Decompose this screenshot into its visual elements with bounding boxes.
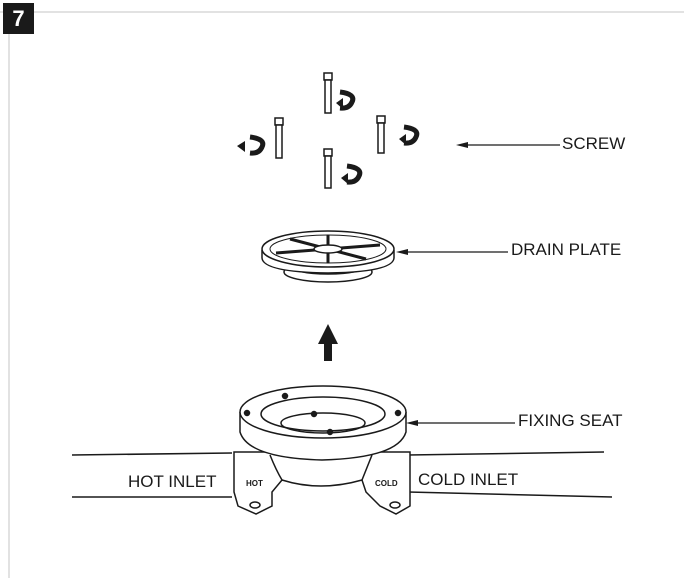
- screw-icon: [376, 115, 386, 124]
- drain-plate: [261, 230, 395, 283]
- leader-arrow-icon: [406, 420, 418, 426]
- leader-arrow-icon: [396, 249, 408, 255]
- drain-plate-label: DRAIN PLATE: [511, 240, 622, 259]
- leader-arrow-icon: [456, 142, 468, 148]
- screw-icon: [323, 148, 333, 157]
- fixing-seat: [233, 385, 411, 515]
- cold-inlet-label: COLD INLET: [418, 470, 519, 489]
- up-arrow-icon: [318, 324, 338, 361]
- hot-inlet-label: HOT INLET: [128, 472, 217, 491]
- rotation-arrow-icon: [249, 134, 266, 156]
- rotation-arrow-icon: [346, 163, 363, 185]
- screw-icon: [323, 72, 333, 81]
- step-number-badge: 7: [3, 3, 34, 34]
- screw-label: SCREW: [562, 134, 626, 153]
- screw-left: [237, 117, 284, 159]
- rotation-arrow-icon: [339, 89, 356, 111]
- screw-icon: [274, 117, 284, 126]
- fixing-seat-label: FIXING SEAT: [518, 411, 623, 430]
- screw-top: [323, 72, 356, 114]
- rotation-arrow-icon: [403, 124, 420, 146]
- cold-tag: COLD: [375, 479, 398, 488]
- screw-bottom: [323, 148, 363, 189]
- hot-tag: HOT: [246, 479, 263, 488]
- inlet-pipes: [71, 451, 613, 498]
- screw-right: [376, 115, 420, 154]
